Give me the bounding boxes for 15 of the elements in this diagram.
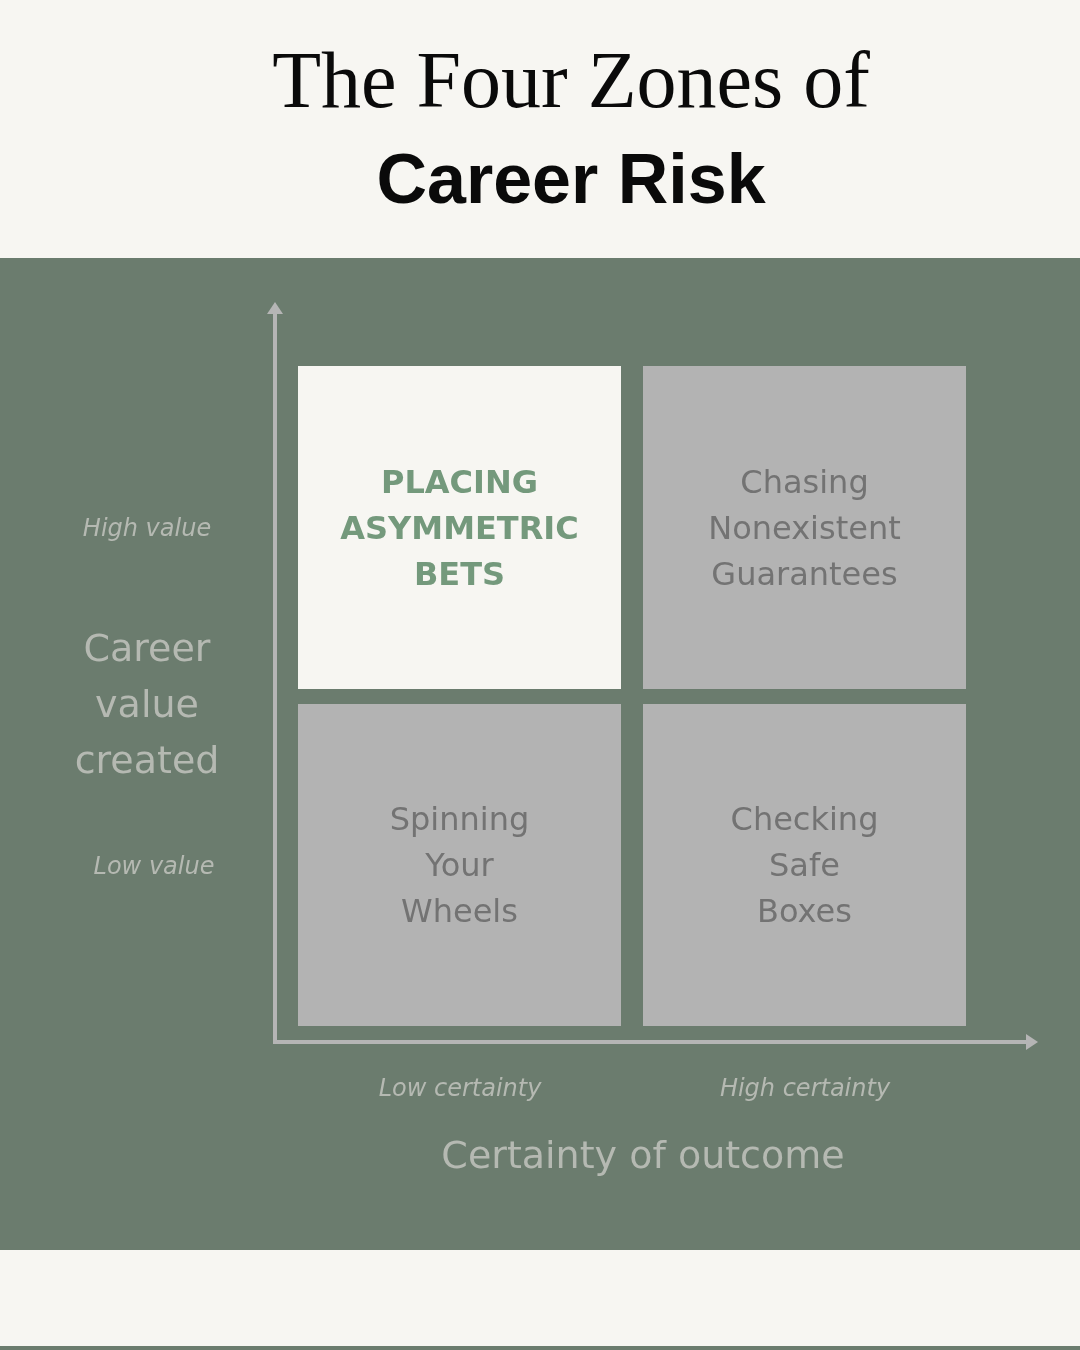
axis-tick-label: Low certainty [378, 1073, 542, 1103]
quadrant-box [298, 704, 621, 1026]
quadrant-box [643, 704, 966, 1026]
axis-title: Certainty of outcome [441, 1132, 845, 1179]
zone-label: PLACING ASYMMETRIC BETS [340, 461, 579, 595]
highlighted-quadrant [298, 366, 621, 689]
axis-tick-label: High value [82, 513, 212, 543]
zone-label: Chasing Nonexistent Guarantees [708, 461, 901, 595]
title: The Four Zones of Career Risk [272, 35, 870, 220]
axis-tick-label: Low value [93, 851, 215, 881]
axis-tick-label: High certainty [719, 1073, 891, 1103]
zone-label: Checking Safe Boxes [730, 799, 879, 932]
zone-label: Spinning Your Wheels [389, 799, 530, 932]
quadrant-box [643, 366, 966, 689]
axis-title: Career value created [74, 625, 220, 784]
